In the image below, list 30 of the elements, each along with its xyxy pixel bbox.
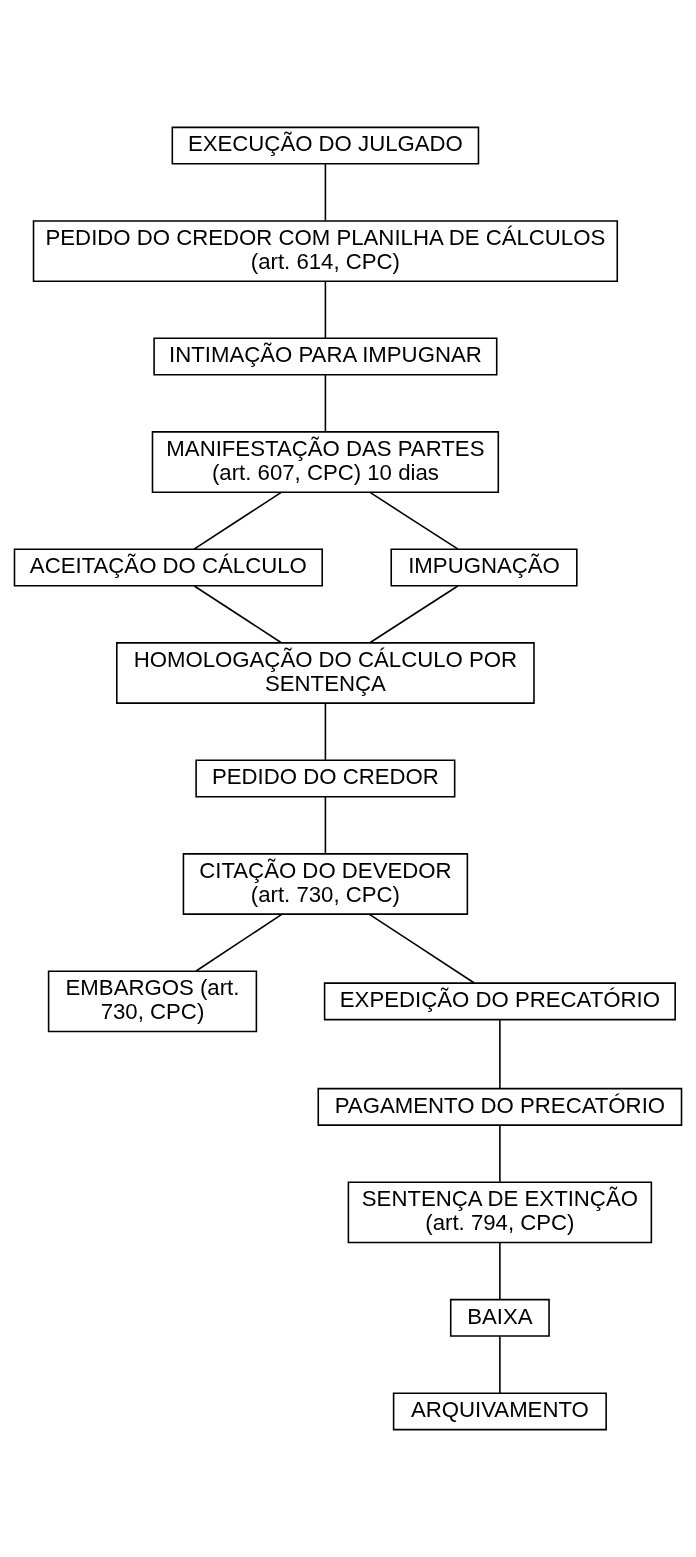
node-box: PEDIDO DO CREDOR COM PLANILHA DE CÁLCULOS (art. 614, CPC)	[32, 220, 619, 282]
connector	[324, 702, 327, 761]
node-box: EXECUÇÃO DO JULGADO	[171, 126, 480, 165]
node-box: INTIMAÇÃO PARA IMPUGNAR	[153, 337, 498, 376]
node-box: CITAÇÃO DO DEVEDOR (art. 730, CPC)	[182, 853, 469, 915]
node-box: IMPUGNAÇÃO	[390, 548, 578, 587]
node-box: PAGAMENTO DO PRECATÓRIO	[317, 1087, 683, 1126]
node-box: HOMOLOGAÇÃO DO CÁLCULO POR SENTENÇA	[116, 642, 535, 704]
connector	[369, 491, 459, 550]
connector	[499, 1019, 501, 1089]
connector	[499, 1124, 501, 1183]
connector	[368, 913, 476, 984]
connector	[195, 913, 283, 972]
connector	[193, 491, 283, 550]
connector	[193, 585, 282, 644]
node-box: BAIXA	[449, 1298, 550, 1337]
connector	[499, 1242, 501, 1301]
node-box: SENTENÇA DE EXTINÇÃO (art. 794, CPC)	[347, 1181, 653, 1244]
node-box: EXPEDIÇÃO DO PRECATÓRIO	[323, 982, 676, 1021]
connector	[324, 796, 327, 855]
node-box: EMBARGOS (art. 730, CPC)	[47, 970, 258, 1033]
connector	[324, 374, 327, 433]
node-box: PEDIDO DO CREDOR	[195, 759, 456, 798]
node-box: MANIFESTAÇÃO DAS PARTES (art. 607, CPC) 10 dias	[151, 431, 500, 493]
connector	[369, 585, 459, 644]
node-box: ACEITAÇÃO DO CÁLCULO	[13, 548, 323, 587]
connector	[324, 280, 327, 339]
connector	[324, 163, 327, 222]
node-box: ARQUIVAMENTO	[392, 1392, 607, 1431]
connector	[499, 1335, 501, 1394]
